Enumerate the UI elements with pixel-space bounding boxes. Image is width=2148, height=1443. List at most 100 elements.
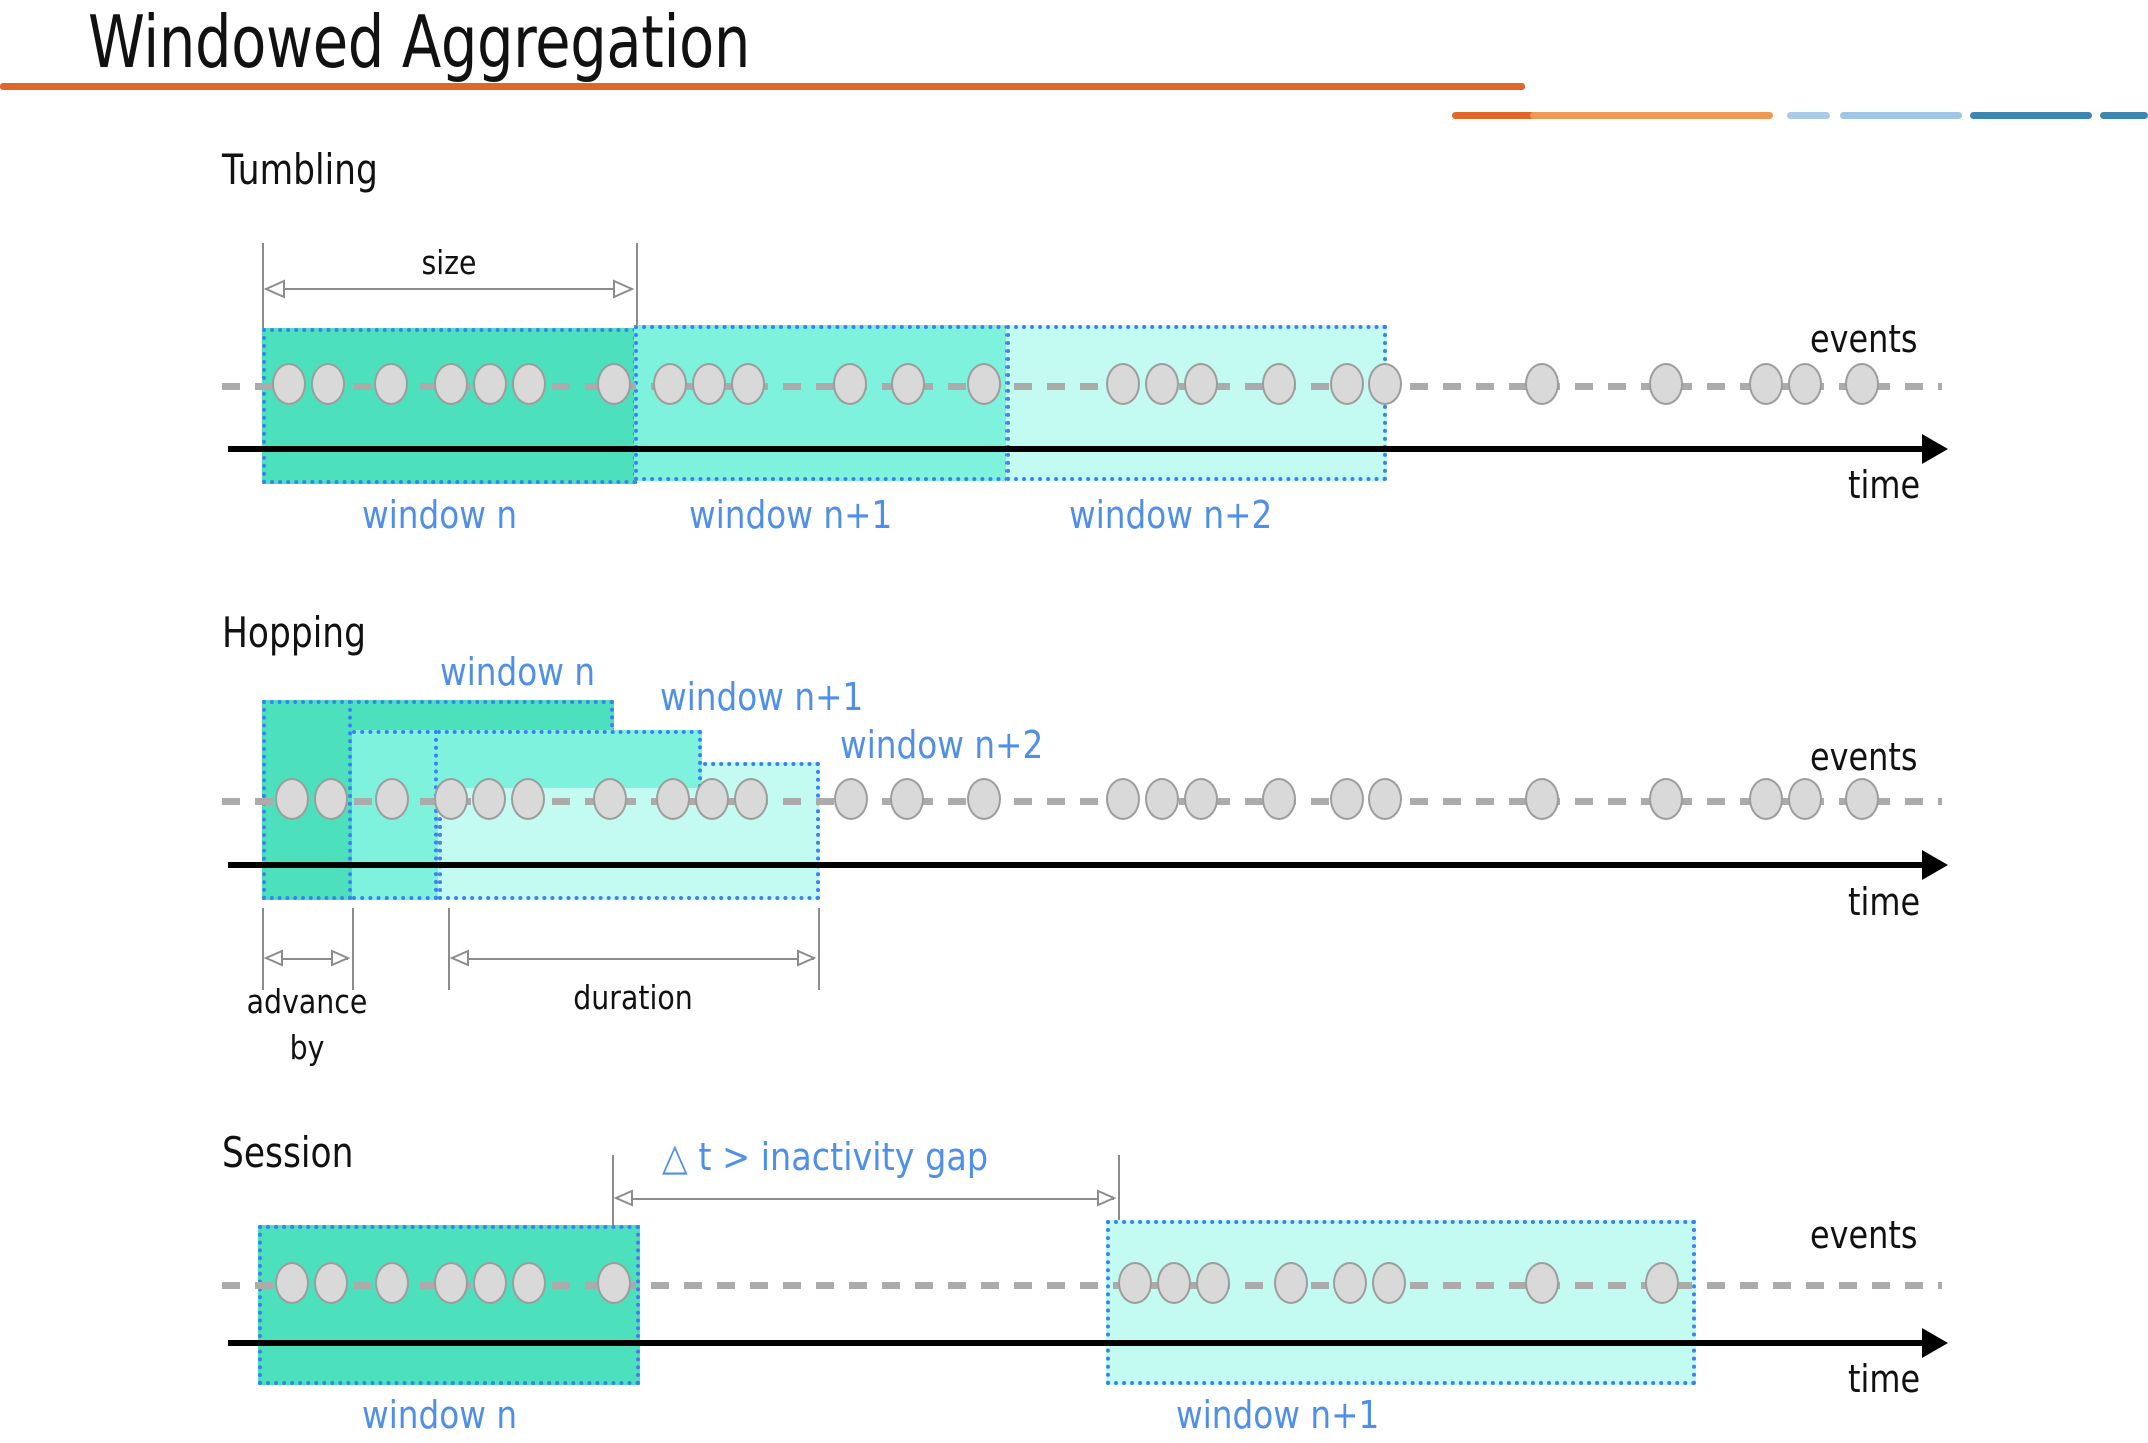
- tumbling-time-label: time: [1848, 463, 1921, 507]
- size-dimension-label: size: [421, 243, 477, 282]
- event-dot: [891, 363, 925, 405]
- event-dot: [967, 363, 1001, 405]
- page-title: Windowed Aggregation: [88, 0, 750, 84]
- event-dot: [1196, 1262, 1230, 1304]
- event-dot: [374, 363, 408, 405]
- hopping-time-arrow-icon: [1922, 850, 1948, 880]
- event-dot: [656, 778, 690, 820]
- event-dot: [1845, 363, 1879, 405]
- event-dot: [1788, 778, 1822, 820]
- tumbling-window-n-label: window n: [362, 493, 518, 537]
- session-window-n1[interactable]: [1106, 1220, 1696, 1385]
- gap-arrow-right-icon: [1097, 1189, 1117, 1207]
- title-dash-orange-light: [1530, 112, 1773, 119]
- event-dot: [731, 363, 765, 405]
- event-dot: [1118, 1262, 1152, 1304]
- title-dash-blue-mid: [1840, 112, 1962, 119]
- duration-tick-left: [448, 908, 450, 990]
- advance-tick-left: [262, 908, 264, 990]
- hopping-events-label: events: [1810, 735, 1918, 779]
- event-dot: [1262, 778, 1296, 820]
- event-dot: [473, 1262, 507, 1304]
- event-dot: [967, 778, 1001, 820]
- event-dot: [472, 778, 506, 820]
- event-dot: [1649, 363, 1683, 405]
- event-dot: [1333, 1262, 1367, 1304]
- hopping-window-n-label: window n: [440, 650, 596, 694]
- size-tick-right: [636, 243, 638, 343]
- gap-tick-right: [1118, 1155, 1120, 1265]
- section-heading-session: Session: [222, 1128, 354, 1177]
- hopping-window-n2-label: window n+2: [840, 723, 1044, 767]
- session-events-row: [0, 1262, 2148, 1308]
- session-window-n[interactable]: [258, 1225, 640, 1385]
- hopping-window-n1-label: window n+1: [660, 675, 864, 719]
- size-tick-left: [262, 243, 264, 343]
- event-dot: [1845, 778, 1879, 820]
- tumbling-window-n1[interactable]: [634, 325, 1009, 481]
- event-dot: [734, 778, 768, 820]
- advance-label-line1: advance: [246, 982, 368, 1021]
- event-dot: [1106, 363, 1140, 405]
- session-events-label: events: [1810, 1213, 1918, 1257]
- event-dot: [1788, 363, 1822, 405]
- event-dot: [1525, 363, 1559, 405]
- event-dot: [434, 1262, 468, 1304]
- gap-arrow-left-icon: [613, 1189, 633, 1207]
- event-dot: [1106, 778, 1140, 820]
- event-dot: [311, 363, 345, 405]
- session-time-arrow-icon: [1922, 1328, 1948, 1358]
- duration-dimension-line: [454, 958, 814, 960]
- event-dot: [512, 363, 546, 405]
- session-event-line: [222, 1282, 1942, 1289]
- event-dot: [833, 363, 867, 405]
- event-dot: [1274, 1262, 1308, 1304]
- event-dot: [890, 778, 924, 820]
- hopping-event-line: [222, 798, 1942, 805]
- event-dot: [1145, 363, 1179, 405]
- event-dot: [653, 363, 687, 405]
- event-dot: [1645, 1262, 1679, 1304]
- inactivity-gap-label: △ t > inactivity gap: [662, 1135, 989, 1179]
- event-dot: [597, 1262, 631, 1304]
- event-dot: [275, 1262, 309, 1304]
- event-dot: [275, 778, 309, 820]
- event-dot: [314, 1262, 348, 1304]
- advance-arrow-right-icon: [331, 949, 351, 967]
- event-dot: [1330, 778, 1364, 820]
- event-dot: [1749, 778, 1783, 820]
- hopping-events-row: [0, 778, 2148, 824]
- tumbling-event-line: [222, 383, 1942, 390]
- event-dot: [834, 778, 868, 820]
- session-window-n1-label: window n+1: [1176, 1393, 1380, 1437]
- hopping-time-axis: [228, 862, 1927, 868]
- duration-arrow-left-icon: [449, 949, 469, 967]
- event-dot: [692, 363, 726, 405]
- event-dot: [593, 778, 627, 820]
- event-dot: [1649, 778, 1683, 820]
- hopping-time-label: time: [1848, 880, 1921, 924]
- tumbling-window-n2-label: window n+2: [1069, 493, 1273, 537]
- event-dot: [695, 778, 729, 820]
- session-window-n-label: window n: [362, 1393, 518, 1437]
- title-rule-orange: [0, 83, 1525, 90]
- title-dash-orange: [1452, 112, 1545, 119]
- event-dot: [597, 363, 631, 405]
- duration-arrow-right-icon: [797, 949, 817, 967]
- event-dot: [1372, 1262, 1406, 1304]
- advance-label-line2: by: [289, 1028, 325, 1067]
- event-dot: [1330, 363, 1364, 405]
- tumbling-events-row: [0, 363, 2148, 409]
- title-dash-blue-dark-2: [2100, 112, 2148, 119]
- advance-dimension-line: [268, 958, 348, 960]
- section-heading-tumbling: Tumbling: [222, 145, 378, 194]
- tumbling-events-label: events: [1810, 317, 1918, 361]
- section-heading-hopping: Hopping: [222, 608, 366, 657]
- session-time-label: time: [1848, 1357, 1921, 1401]
- event-dot: [1157, 1262, 1191, 1304]
- event-dot: [1368, 363, 1402, 405]
- title-dash-blue-light: [1787, 112, 1830, 119]
- duration-tick-right: [818, 908, 820, 990]
- event-dot: [272, 363, 306, 405]
- event-dot: [512, 1262, 546, 1304]
